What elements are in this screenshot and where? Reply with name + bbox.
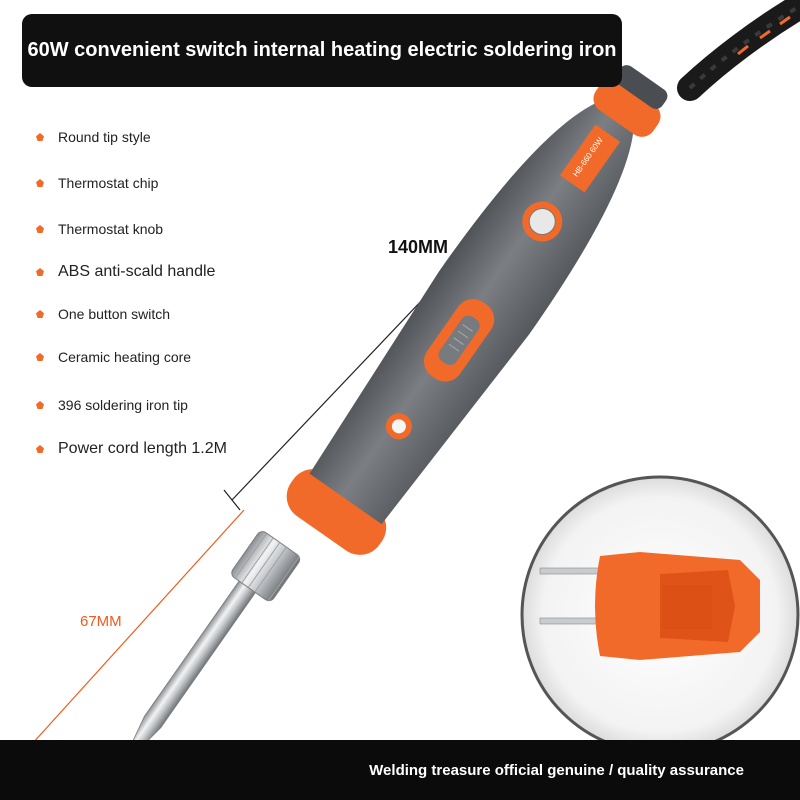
- feature-label: Thermostat knob: [58, 221, 164, 237]
- threaded-nut: [231, 531, 301, 602]
- feature-item: 396 soldering iron tip: [36, 397, 188, 413]
- tip-length-label: 67MM: [80, 613, 122, 630]
- soldering-tip: [123, 568, 265, 764]
- pentagon-bullet-icon: [36, 401, 44, 409]
- feature-label: One button switch: [58, 306, 171, 322]
- pentagon-bullet-icon: [36, 133, 44, 141]
- pentagon-bullet-icon: [36, 445, 44, 453]
- pentagon-bullet-icon: [36, 225, 44, 233]
- feature-label: Thermostat chip: [58, 175, 159, 191]
- handle-length-label: 140MM: [388, 237, 449, 257]
- feature-item: Power cord length 1.2M: [36, 440, 227, 458]
- feature-label: ABS anti-scald handle: [58, 263, 216, 280]
- feature-item: One button switch: [36, 306, 170, 322]
- feature-label: Round tip style: [58, 129, 151, 145]
- footer-banner: Welding treasure official genuine / qual…: [0, 740, 800, 800]
- pentagon-bullet-icon: [36, 353, 44, 361]
- feature-label: Power cord length 1.2M: [58, 440, 227, 457]
- feature-item: Thermostat knob: [36, 221, 163, 237]
- feature-item: ABS anti-scald handle: [36, 263, 215, 281]
- feature-item: Round tip style: [36, 129, 151, 145]
- feature-label: 396 soldering iron tip: [58, 397, 188, 413]
- power-cord: [677, 0, 800, 101]
- handle: HB-660 60W: [286, 65, 668, 555]
- feature-item: Thermostat chip: [36, 175, 158, 191]
- feature-item: Ceramic heating core: [36, 349, 191, 365]
- dimension-line-67: [21, 509, 245, 756]
- page-title: 60W convenient switch internal heating e…: [22, 14, 622, 87]
- plug-inset: [520, 475, 800, 755]
- pentagon-bullet-icon: [36, 179, 44, 187]
- pentagon-bullet-icon: [36, 310, 44, 318]
- pentagon-bullet-icon: [36, 268, 44, 276]
- feature-label: Ceramic heating core: [58, 349, 192, 365]
